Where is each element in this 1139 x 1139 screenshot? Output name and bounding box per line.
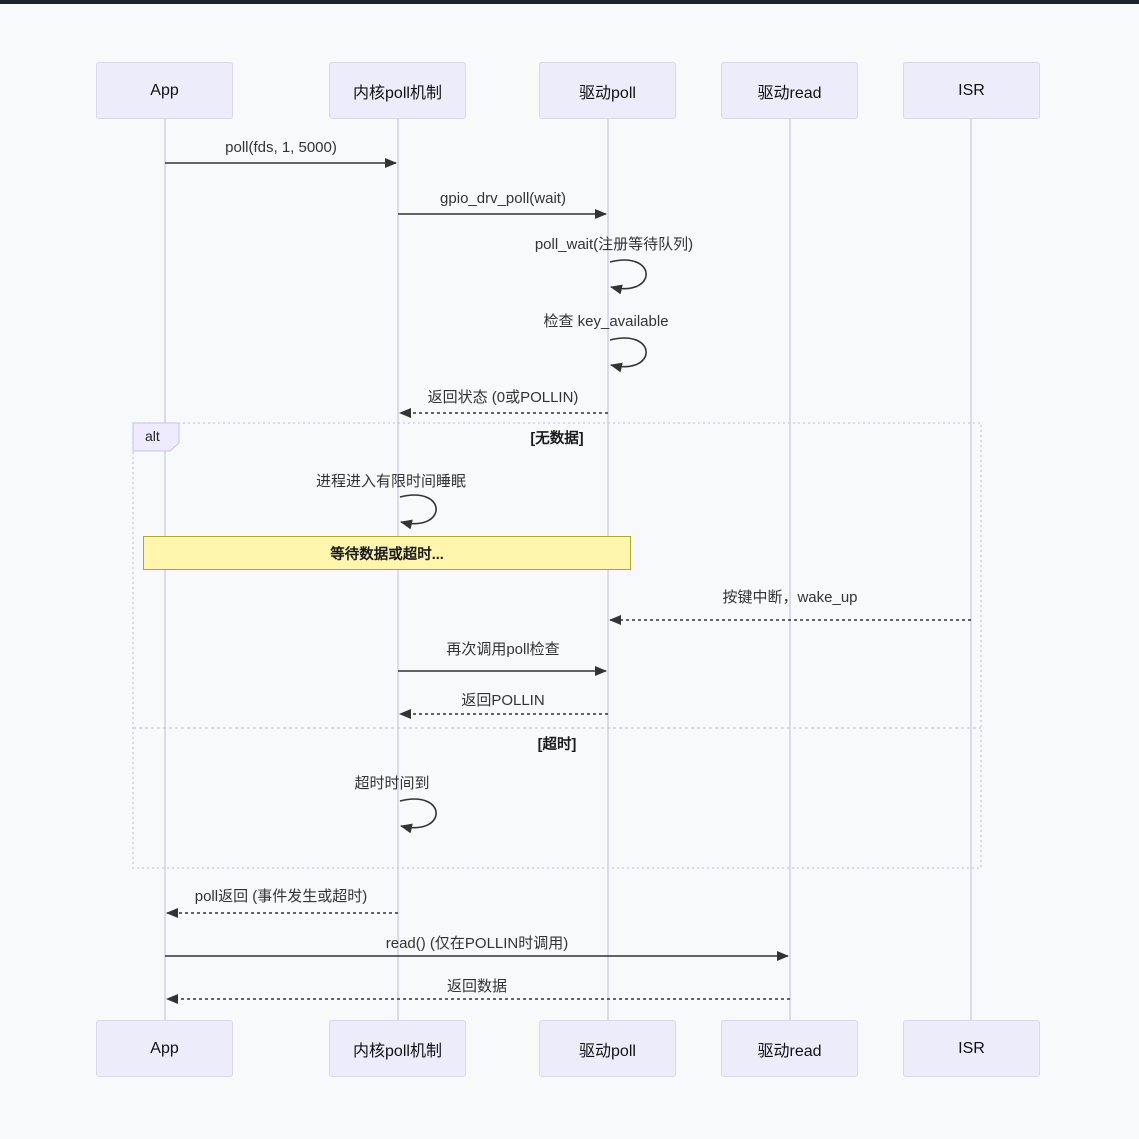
actor-top-isr: ISR	[903, 62, 1040, 119]
window-top-edge	[0, 0, 1139, 4]
actor-label: 驱动poll	[579, 1042, 636, 1060]
actor-top-driver-read: 驱动read	[721, 62, 858, 119]
actor-label: App	[150, 1039, 179, 1057]
message-poll-call: poll(fds, 1, 5000)	[225, 139, 337, 156]
actor-label: 内核poll机制	[353, 1042, 442, 1060]
dashed-arrows	[166, 408, 971, 1004]
actor-bottom-app: App	[96, 1020, 233, 1077]
message-return-data: 返回数据	[446, 978, 508, 995]
actor-bottom-driver-read: 驱动read	[721, 1020, 858, 1077]
actor-top-app: App	[96, 62, 233, 119]
actor-label: 驱动read	[757, 1042, 822, 1060]
actor-top-kernel-poll: 内核poll机制	[329, 62, 466, 119]
message-poll-wait: poll_wait(注册等待队列)	[534, 236, 694, 253]
alt-condition-timeout: [超时]	[537, 737, 577, 753]
actor-bottom-kernel-poll: 内核poll机制	[329, 1020, 466, 1077]
message-return-pollin: 返回POLLIN	[461, 692, 545, 709]
actor-label: 驱动read	[757, 84, 822, 102]
actor-label: 驱动poll	[579, 84, 636, 102]
message-poll-return: poll返回 (事件发生或超时)	[194, 888, 368, 905]
actor-bottom-isr: ISR	[903, 1020, 1040, 1077]
alt-label-tab	[132, 422, 180, 452]
message-poll-again: 再次调用poll检查	[446, 641, 560, 658]
actor-label: App	[150, 81, 179, 99]
message-return-status: 返回状态 (0或POLLIN)	[427, 389, 579, 406]
alt-condition-no-data: [无数据]	[530, 431, 584, 447]
note-wait-data-or-timeout: 等待数据或超时...	[143, 536, 631, 570]
alt-keyword: alt	[145, 428, 160, 444]
actor-bottom-driver-poll: 驱动poll	[539, 1020, 676, 1077]
note-text: 等待数据或超时...	[330, 546, 444, 563]
message-timeout-reached: 超时时间到	[354, 775, 430, 792]
message-read-call: read() (仅在POLLIN时调用)	[385, 935, 569, 952]
actor-label: 内核poll机制	[353, 84, 442, 102]
actor-label: ISR	[958, 81, 985, 99]
alt-frame	[132, 422, 982, 869]
solid-arrows	[165, 158, 789, 961]
actor-top-driver-poll: 驱动poll	[539, 62, 676, 119]
message-gpio-drv-poll: gpio_drv_poll(wait)	[440, 190, 566, 207]
message-sleep: 进程进入有限时间睡眠	[315, 473, 467, 490]
self-loop-arrows	[399, 259, 647, 834]
message-check-key-available: 检查 key_available	[543, 313, 669, 330]
message-key-interrupt-wakeup: 按键中断，wake_up	[722, 589, 858, 606]
actor-label: ISR	[958, 1039, 985, 1057]
